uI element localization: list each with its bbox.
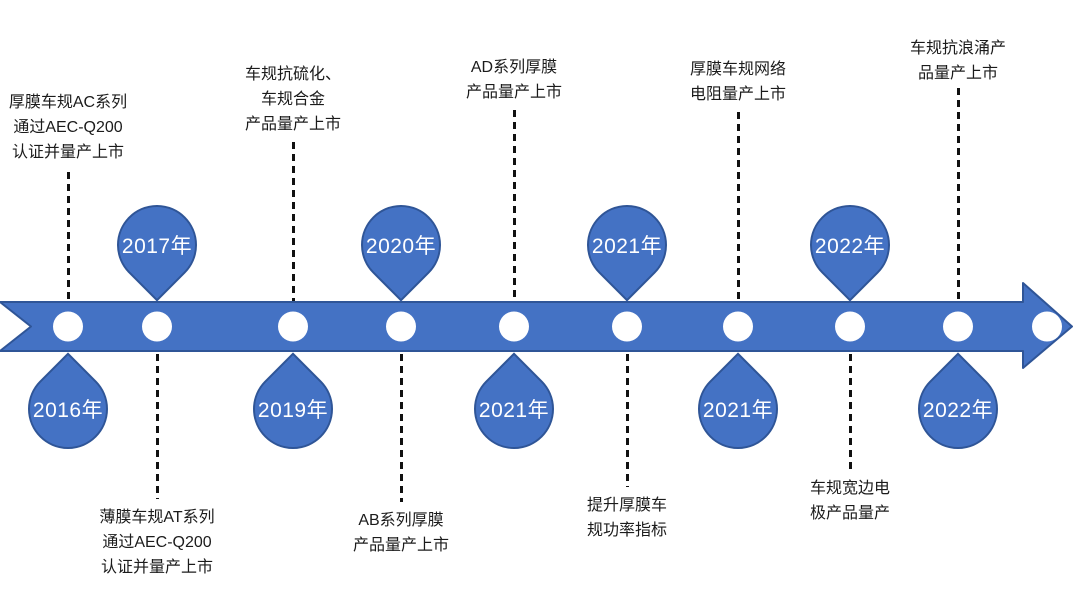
timeline-dot bbox=[612, 311, 642, 342]
timeline-dots bbox=[53, 311, 1062, 342]
timeline-dot bbox=[723, 311, 753, 342]
year-pin-label: 2019年 bbox=[257, 398, 329, 422]
connector-dashed-line bbox=[625, 354, 629, 487]
connector-dashed-line bbox=[848, 354, 852, 470]
milestone-label: 厚膜车规AC系列 通过AEC-Q200 认证并量产上市 bbox=[8, 94, 128, 161]
year-pin-label: 2021年 bbox=[591, 235, 663, 259]
year-pin-label: 2022年 bbox=[922, 398, 994, 422]
timeline-dot bbox=[943, 311, 973, 342]
timeline-dot bbox=[386, 311, 416, 342]
year-pin-label: 2021年 bbox=[702, 398, 774, 422]
timeline-arrow bbox=[0, 282, 1073, 369]
milestone-label: 车规抗硫化、 车规合金 产品量产上市 bbox=[244, 66, 341, 133]
milestone-label: 厚膜车规网络 电阻量产上市 bbox=[689, 61, 786, 103]
year-pin-label: 2017年 bbox=[121, 235, 193, 259]
connector-dashed-line bbox=[155, 354, 159, 499]
year-pin-label: 2022年 bbox=[814, 235, 886, 259]
milestone-label: 薄膜车规AT系列 通过AEC-Q200 认证并量产上市 bbox=[99, 509, 215, 576]
timeline-dot bbox=[835, 311, 865, 342]
milestone-label: 提升厚膜车 规功率指标 bbox=[586, 497, 667, 539]
connector-dashed-line bbox=[956, 88, 960, 301]
timeline-dot bbox=[499, 311, 529, 342]
connector-dashed-line bbox=[736, 112, 740, 301]
connector-dashed-line bbox=[399, 354, 403, 502]
timeline-dot bbox=[142, 311, 172, 342]
connector-dashed-line bbox=[512, 110, 516, 301]
year-pin-label: 2021年 bbox=[478, 398, 550, 422]
milestone-label: AD系列厚膜 产品量产上市 bbox=[465, 59, 562, 101]
arrow-ribbon-shape bbox=[0, 282, 1073, 369]
milestone-label: AB系列厚膜 产品量产上市 bbox=[352, 512, 449, 554]
milestone-label: 车规抗浪涌产 品量产上市 bbox=[909, 40, 1006, 82]
year-pin-label: 2016年 bbox=[32, 398, 104, 422]
connector-dashed-line bbox=[291, 142, 295, 301]
year-pin-label: 2020年 bbox=[365, 235, 437, 259]
timeline-dot bbox=[1032, 311, 1062, 342]
connector-dashed-line bbox=[66, 172, 70, 301]
timeline-dot bbox=[53, 311, 83, 342]
timeline-dot bbox=[278, 311, 308, 342]
milestone-label: 车规宽边电 极产品量产 bbox=[809, 480, 890, 522]
